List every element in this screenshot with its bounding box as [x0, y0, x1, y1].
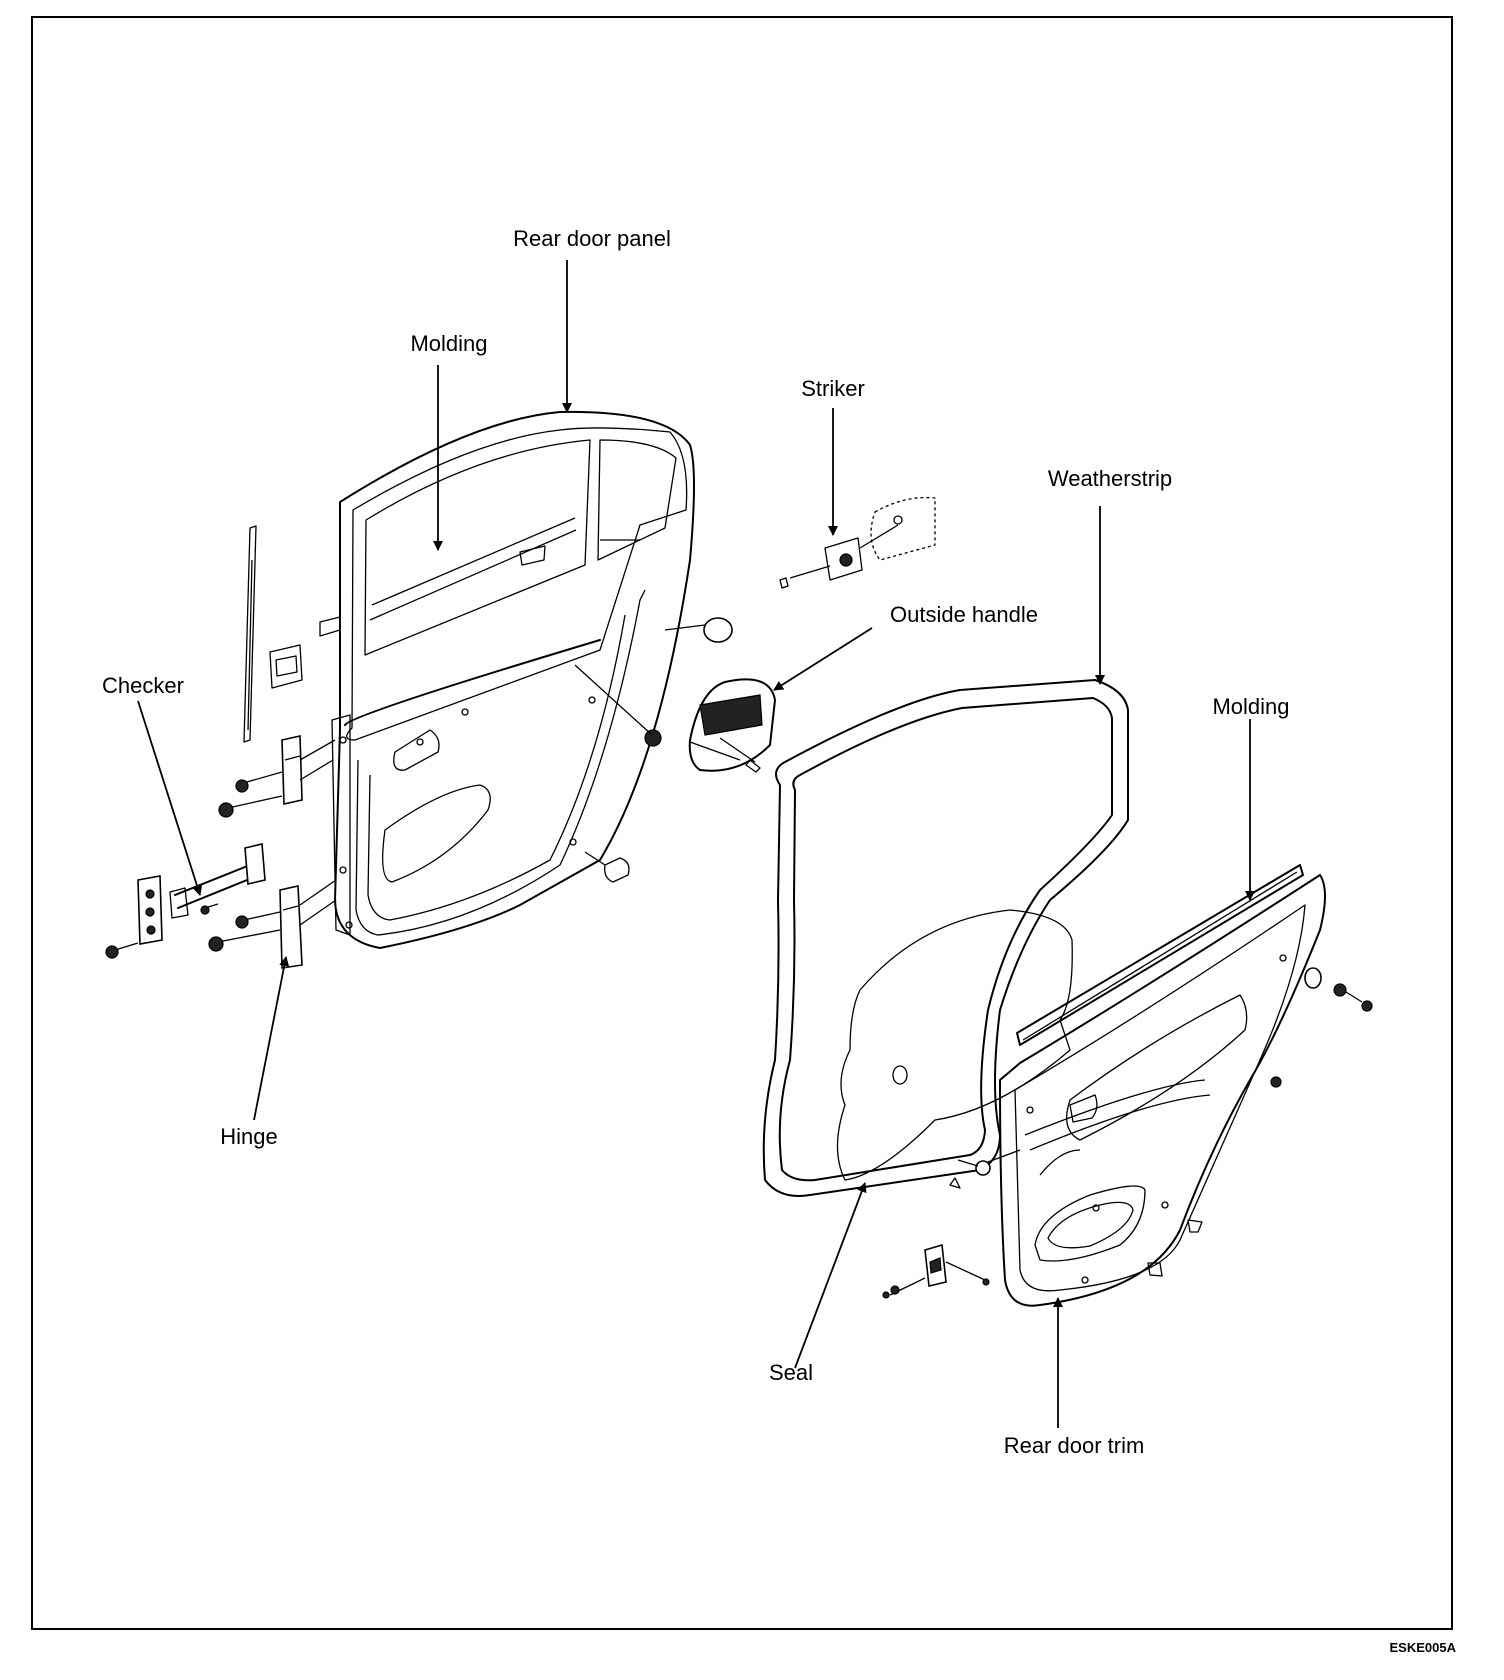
checker-part — [105, 843, 266, 959]
label-rear-door-panel: Rear door panel — [513, 226, 671, 251]
label-molding-right: Molding — [1212, 694, 1290, 719]
figure-code: ESKE005A — [1389, 1640, 1456, 1655]
label-weatherstrip: Weatherstrip — [1047, 466, 1173, 491]
diagram-frame — [31, 16, 1453, 1630]
panel-small-parts — [269, 616, 733, 883]
rear-door-trim — [999, 874, 1326, 1307]
label-outside-handle: Outside handle — [890, 602, 1038, 627]
glass-run-strip — [243, 525, 257, 743]
leader-lines — [137, 260, 1255, 1428]
label-striker: Striker — [801, 376, 865, 401]
hinge-upper — [218, 735, 336, 818]
label-rear-door-trim: Rear door trim — [1003, 1433, 1145, 1458]
rear-door-panel — [331, 410, 695, 949]
outside-handle-part — [688, 678, 776, 773]
weatherstrip-part — [762, 679, 1129, 1197]
label-seal: Seal — [768, 1360, 814, 1385]
label-checker: Checker — [102, 673, 184, 698]
hinge-lower — [208, 879, 337, 969]
trim-small-parts — [882, 967, 1373, 1299]
label-hinge: Hinge — [220, 1124, 278, 1149]
seal-part — [836, 909, 1073, 1181]
striker-part — [779, 496, 936, 589]
label-molding-upper: Molding — [410, 331, 488, 356]
